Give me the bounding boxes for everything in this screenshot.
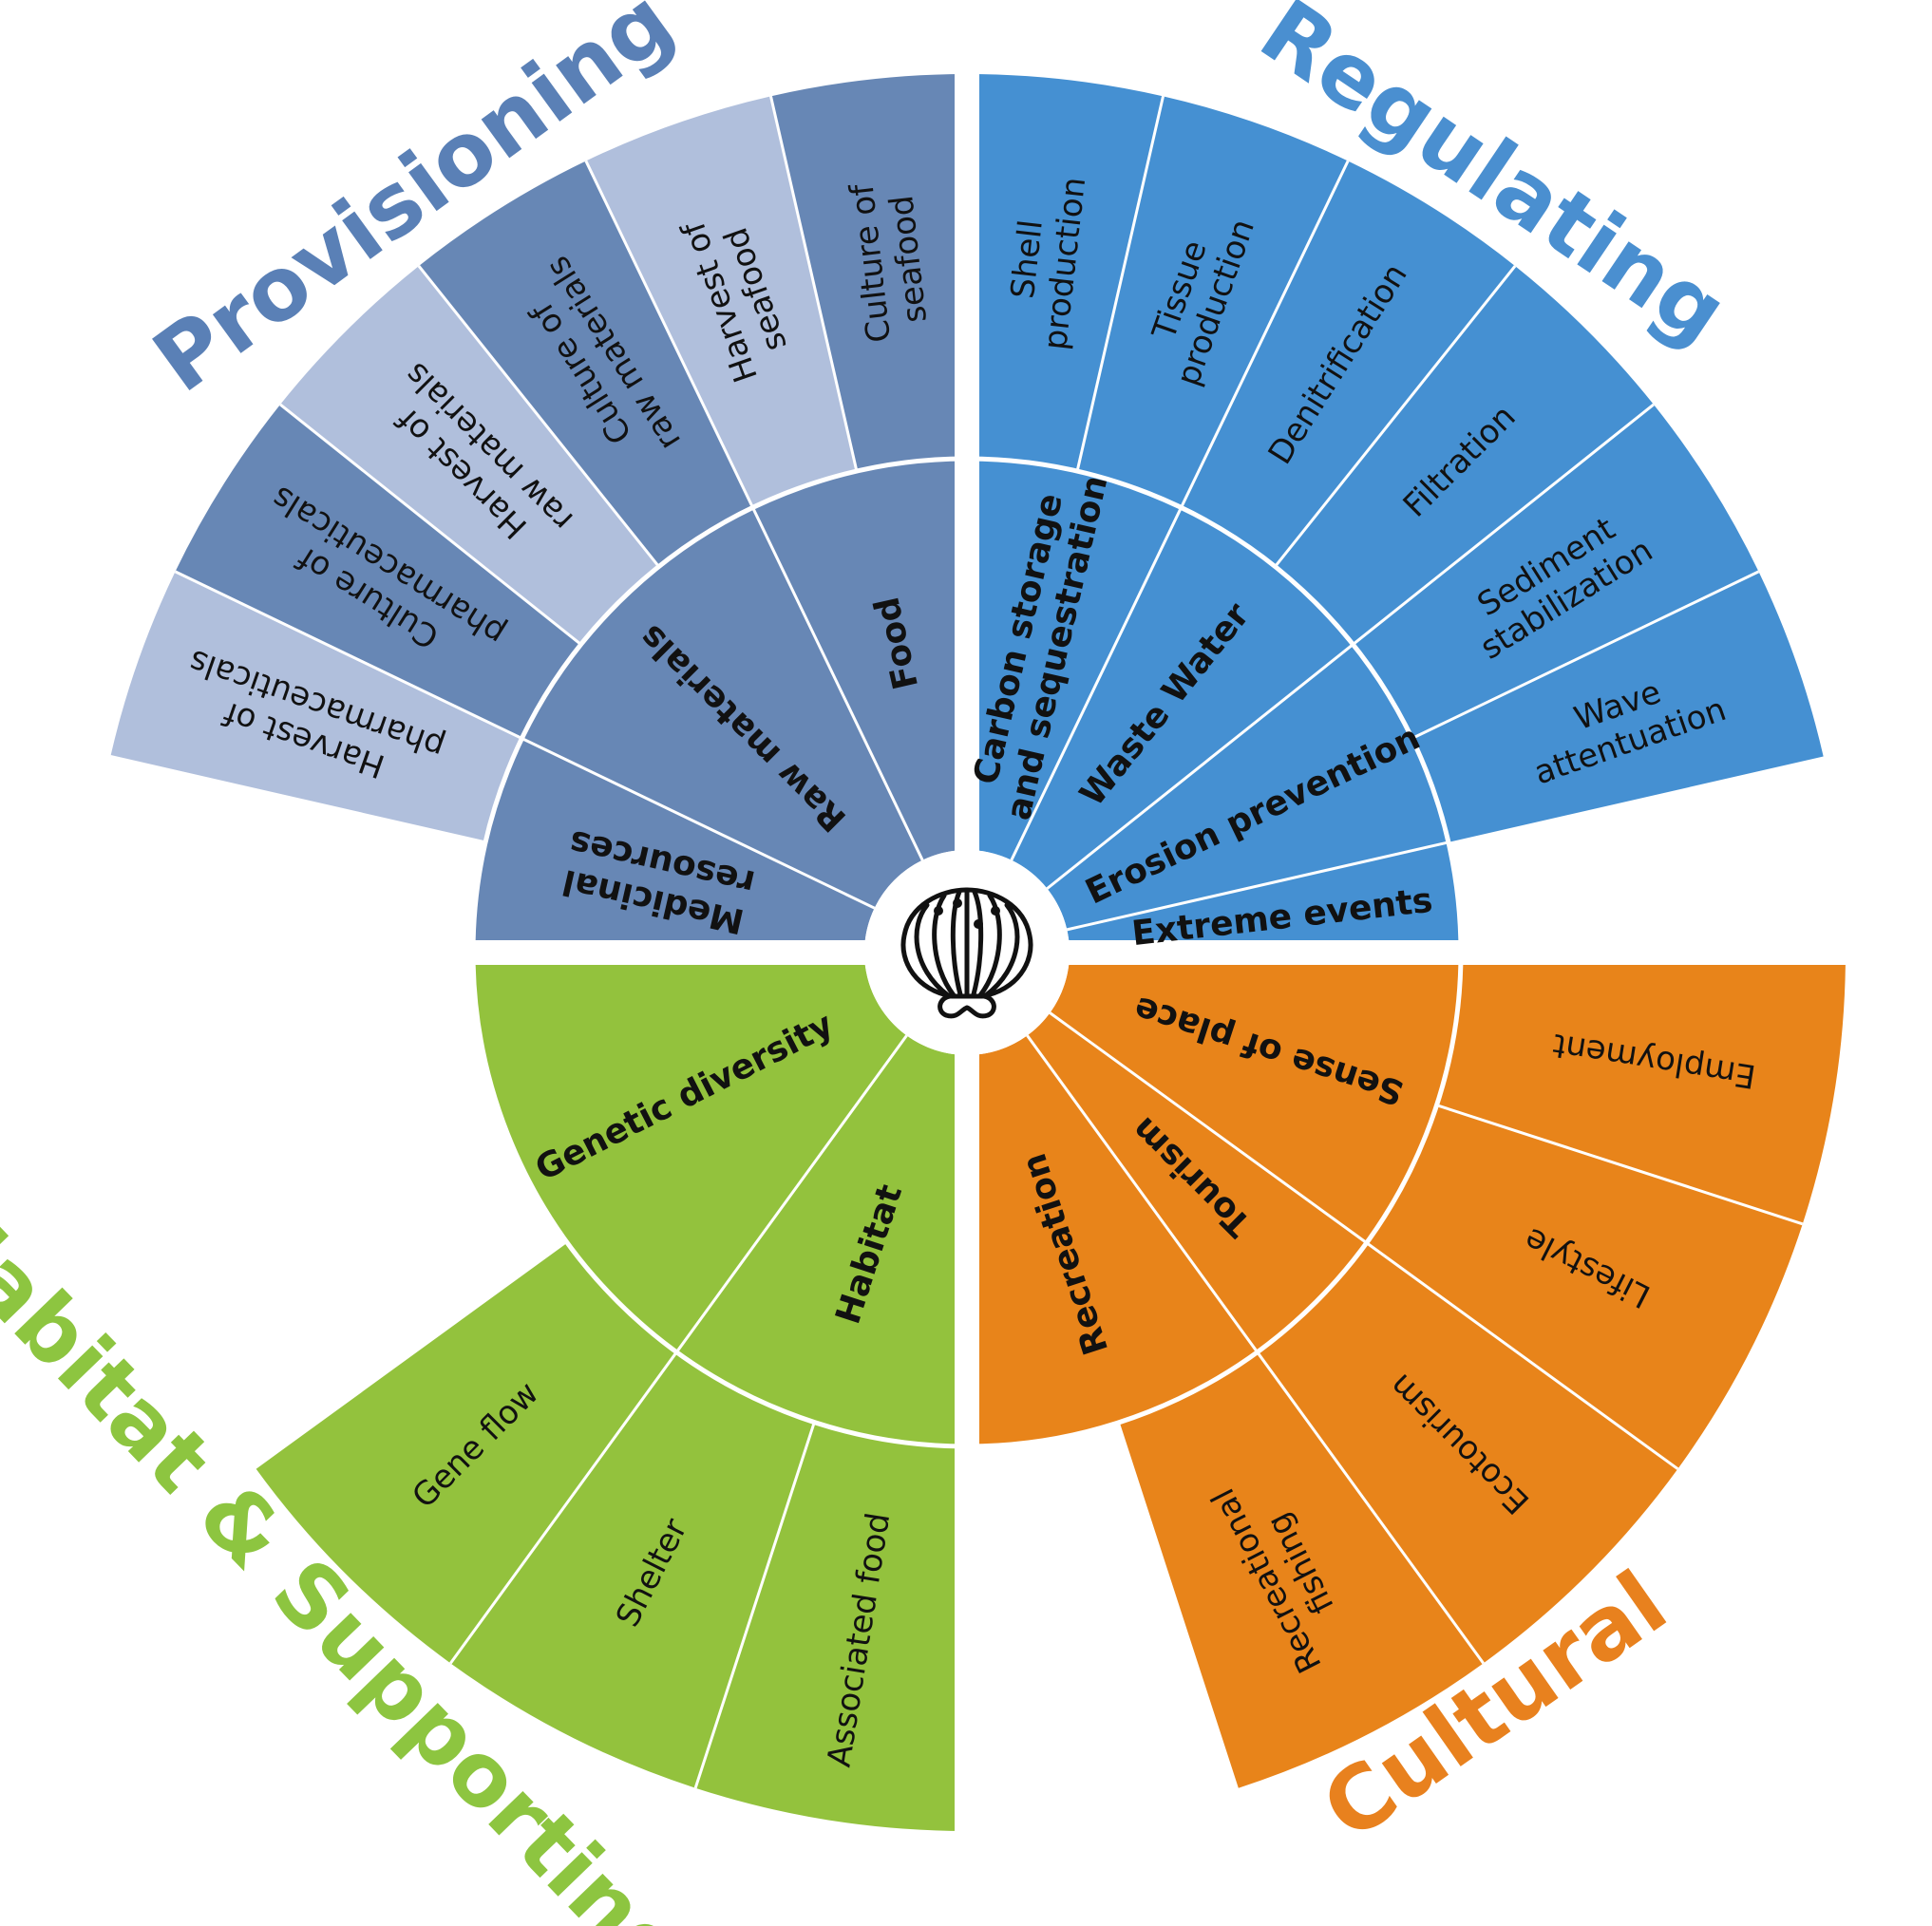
sector-divider — [675, 1034, 908, 1353]
outer-sector-shelter — [450, 1351, 815, 1788]
outer-sector-denitrification — [1181, 160, 1516, 567]
sector-divider — [110, 755, 486, 844]
inner-sector-sense-of-place — [1050, 953, 1461, 1243]
outer-sector-culture-of-seafood — [770, 74, 967, 472]
scallop-shell-icon — [900, 887, 1033, 1019]
sector-divider — [1026, 1034, 1259, 1353]
inner-sector-waste-water — [1011, 507, 1354, 889]
outer-sector-employment — [1436, 953, 1846, 1224]
sector-divider — [1411, 570, 1760, 740]
sector-divider — [1180, 160, 1350, 509]
wheel-dividers — [84, 69, 1850, 1836]
sector-divider — [1352, 403, 1655, 646]
sector-divider — [174, 570, 523, 740]
sector-divider — [1256, 1350, 1485, 1665]
sector-divider — [1046, 643, 1354, 890]
outer-sector-sediment-stabilization — [1353, 404, 1759, 739]
outer-sector-harvest-of-raw-materials — [280, 266, 659, 645]
sector-divider — [417, 265, 660, 568]
outer-sector-recreational-fishing — [1119, 1351, 1484, 1788]
sector-divider — [1274, 265, 1517, 568]
outer-sector-harvest-of-pharmaceuticals — [110, 571, 522, 842]
sector-divider — [521, 737, 876, 910]
outer-sector-tissue-production — [1077, 96, 1349, 508]
sector-divider — [1436, 1104, 1804, 1226]
outer-sector-wave-attentuation — [1411, 571, 1824, 842]
sector-divider — [279, 403, 582, 646]
outer-sector-gene-flow — [256, 1242, 677, 1664]
outer-sector-associated-food — [695, 1422, 967, 1831]
outer-sector-filtration — [1275, 266, 1654, 645]
sector-divider — [751, 506, 924, 861]
outer-sector-culture-of-pharmaceuticals — [175, 404, 581, 739]
inner-sector-food — [752, 459, 967, 860]
outer-sector-shell-production — [967, 74, 1164, 472]
inner-sector-tourism — [1027, 1012, 1367, 1352]
sector-divider — [1075, 96, 1165, 472]
outer-sector-culture-of-raw-materials — [418, 160, 753, 567]
sector-divider — [693, 1422, 816, 1789]
inner-sector-recreation — [967, 1035, 1258, 1446]
sector-divider — [1066, 840, 1449, 932]
inner-sector-extreme-events — [1067, 841, 1461, 953]
sector-divider — [769, 96, 859, 472]
inner-sector-habitat — [676, 1035, 967, 1446]
inner-sector-genetic-diversity — [473, 953, 907, 1352]
inner-sector-raw-materials — [521, 507, 923, 909]
sector-divider — [1365, 1241, 1679, 1470]
outer-sector-lifestyle — [1366, 1105, 1803, 1469]
sector-divider — [584, 160, 754, 509]
inner-sector-erosion-prevention — [1047, 644, 1449, 930]
inner-sector-carbon-storage-and-sequestration — [967, 459, 1182, 860]
wheel-sectors — [110, 74, 1846, 1831]
outer-sector-ecotourism — [1257, 1242, 1678, 1664]
outer-sector-harvest-of-seafood — [585, 96, 857, 508]
inner-sector-medicinal-resources — [473, 738, 875, 953]
sector-divider — [1010, 506, 1183, 861]
center-hub — [864, 850, 1070, 1055]
sector-divider — [1049, 1011, 1368, 1244]
sector-divider — [449, 1350, 678, 1665]
